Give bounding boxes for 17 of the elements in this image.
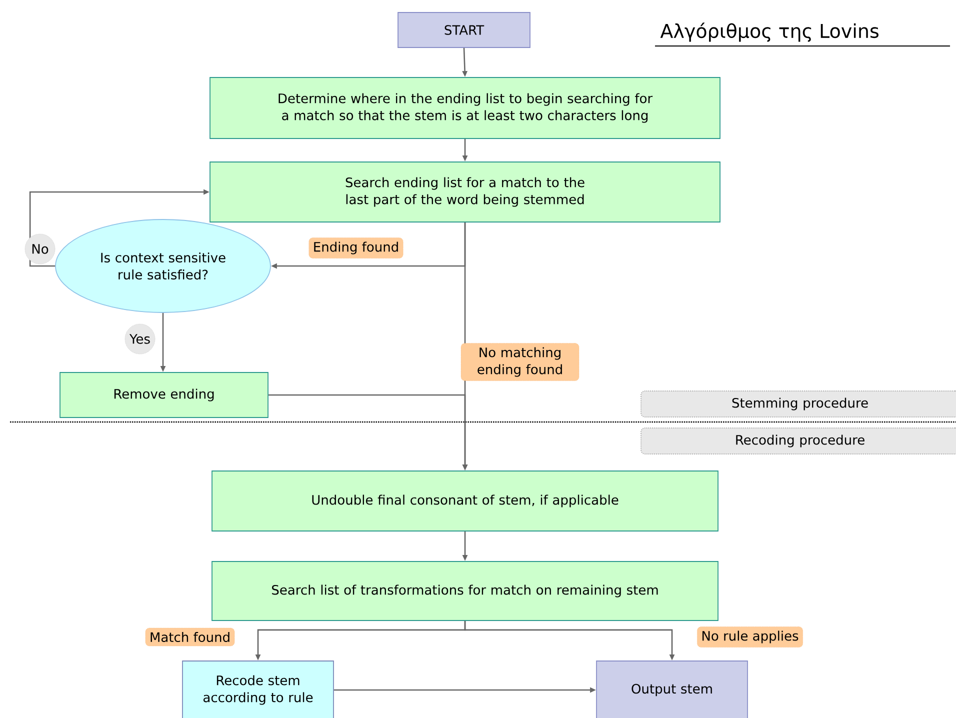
title: Αλγόριθμος της Lovins — [660, 22, 878, 42]
process-box: Determine where in the ending list to begin searching for a match so that the stem is at least two characters long — [210, 77, 720, 139]
section-tag: Stemming procedure — [640, 390, 956, 418]
process-box: Recode stem according to rule — [182, 660, 334, 718]
edge-label: No rule applies — [697, 626, 803, 648]
edge-label: Ending found — [308, 238, 404, 258]
section-tag: Recoding procedure — [640, 428, 956, 454]
process-box: Remove ending — [60, 372, 268, 418]
terminal-box: START — [398, 12, 530, 48]
edge-label: No — [24, 234, 56, 264]
edge-label: Match found — [145, 628, 235, 646]
edge-label: No matching ending found — [460, 343, 580, 381]
process-box: Search ending list for a match to the last part of the word being stemmed — [210, 162, 720, 222]
process-box: Undouble final consonant of stem, if applicable — [212, 470, 718, 532]
process-box: Search list of transformations for match on remaining stem — [212, 561, 718, 621]
edge-label: Yes — [124, 324, 156, 354]
terminal-box: Output stem — [596, 660, 748, 718]
